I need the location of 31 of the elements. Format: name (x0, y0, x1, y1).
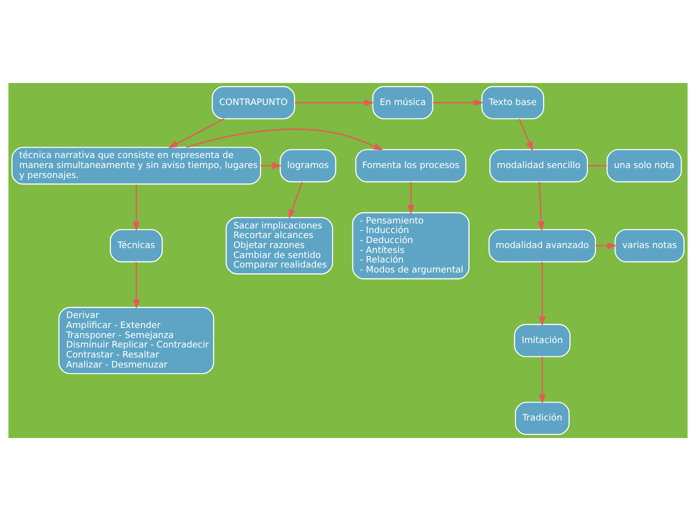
node-box: varias notas (614, 228, 685, 262)
arrow (168, 118, 224, 148)
arrow (407, 182, 414, 214)
node-box: una solo nota (606, 148, 682, 182)
arrow (186, 128, 384, 150)
arrow (432, 98, 484, 106)
node-box: - Pensamiento - Inducción - Deducción - Antítesis - Relación - Modos de argumental (352, 212, 470, 279)
connector (588, 164, 607, 166)
node-box: CONTRAPUNTO (212, 86, 296, 119)
node-box: técnica narrativa que consiste en representa de manera simultaneamente y sin aviso tiempo, lugares y personajes. (11, 146, 262, 184)
node-box: Sacar implicaciones Recortar alcances Objetar razones Cambiar de sentido Comparar realidades (226, 216, 334, 274)
arrow (518, 118, 533, 151)
arrow (132, 262, 140, 309)
node-box: Tradición (514, 401, 570, 434)
node-box: modalidad avanzado (488, 228, 596, 262)
arrow (538, 356, 546, 404)
node-box: Fomenta los procesos (355, 148, 466, 182)
node-box: Derivar Amplificar - Extender Transponer - Semejanza Disminuir Replicar - Contradecir Contrastar - Resaltar Analizar - Desmenuzar (58, 306, 214, 374)
arrow (538, 262, 546, 326)
node-box: modalidad sencillo (489, 148, 588, 182)
node-box: Técnicas (110, 228, 163, 262)
node-box: logramos (280, 148, 336, 182)
arrow (538, 182, 545, 231)
node-box: Texto base (481, 86, 544, 119)
arrow (288, 181, 303, 219)
arrow (132, 184, 140, 231)
arrow (596, 242, 617, 249)
arrow (260, 162, 282, 169)
arrow (294, 98, 374, 106)
node-box: En música (372, 86, 434, 119)
node-box: Imitación (514, 323, 571, 357)
